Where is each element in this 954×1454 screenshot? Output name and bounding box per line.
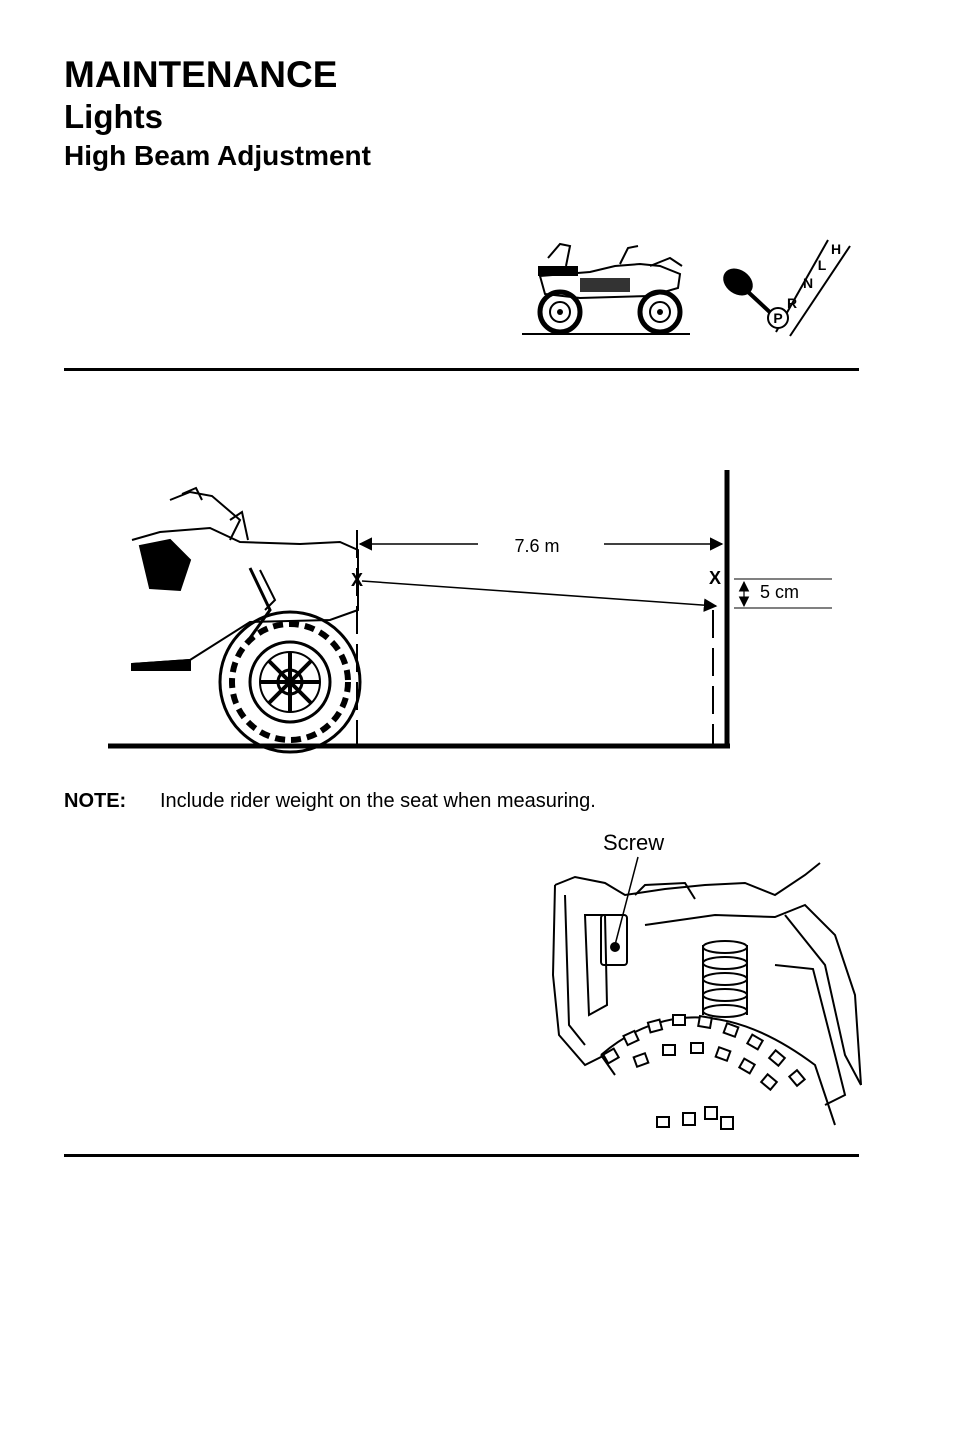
- screw-callout-label: Screw: [603, 830, 665, 855]
- shifter-label-h: H: [831, 241, 841, 257]
- distance-label: 7.6 m: [514, 536, 559, 556]
- drop-label: 5 cm: [760, 582, 799, 602]
- shifter-label-n: N: [803, 275, 813, 291]
- atv-front-drawing: [131, 486, 362, 754]
- section-divider-top: [64, 368, 859, 371]
- note-paragraph: NOTE: Include rider weight on the seat wh…: [64, 790, 596, 813]
- shifter-label-r: R: [787, 295, 797, 311]
- mark-x-headlight: X: [351, 570, 363, 590]
- mark-x-wall: X: [709, 568, 721, 588]
- note-text: Include rider weight on the seat when me…: [160, 790, 596, 812]
- note-label: NOTE:: [64, 790, 127, 812]
- page-subtopic-title: High Beam Adjustment: [64, 140, 371, 171]
- gear-shifter-park-icon: P R N L H: [723, 239, 851, 337]
- page-topic-title: Lights: [64, 98, 163, 135]
- beam-line: [361, 580, 718, 612]
- page-section-title: MAINTENANCE: [64, 54, 338, 95]
- section-divider-bottom: [64, 1154, 859, 1157]
- shifter-label-p: P: [773, 310, 782, 326]
- headlight-aim-diagram: 7.6 m X X 5 cm: [108, 470, 832, 754]
- headlight-screw-detail-drawing: [551, 856, 862, 1130]
- shifter-label-l: L: [818, 257, 827, 273]
- atv-side-view-icon: [522, 242, 690, 335]
